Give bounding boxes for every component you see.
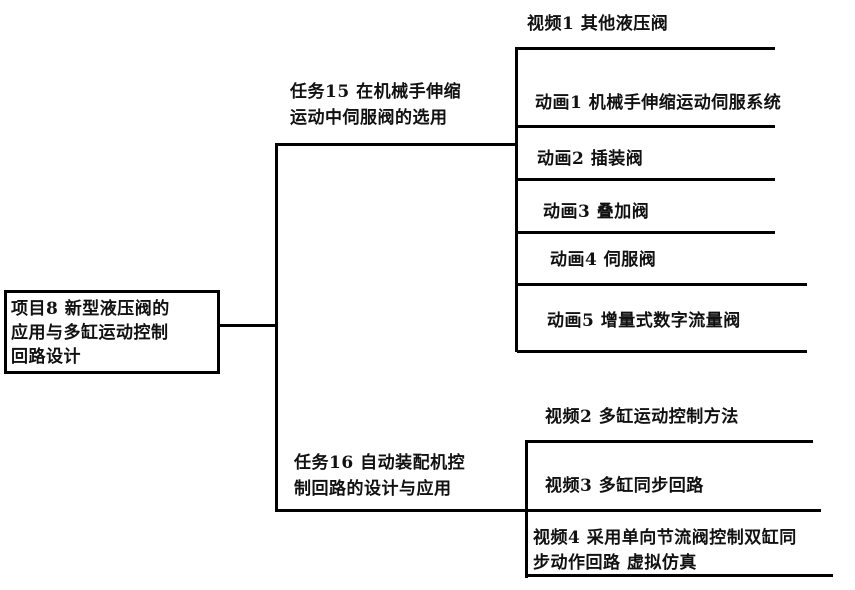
root-node-line-1: 项目8 新型液压阀的 [11,299,170,319]
task15-item-1[interactable]: 视频1 其他液压阀 [527,14,669,34]
task15-item-5[interactable]: 动画4 伺服阀 [550,250,657,270]
task16-label-line-2: 制回路的设计与应用 [294,479,452,499]
task15-item-2[interactable]: 动画1 机械手伸缩运动伺服系统 [535,93,782,113]
task15-item-6-line [517,350,807,353]
task16-label-line-1: 任务16 自动装配机控 [294,453,466,473]
root-connector [220,324,277,327]
task15-branch-trunk [515,47,518,352]
task15-item-4-line [515,231,775,234]
root-node-line-2: 应用与多缸运动控制 [11,323,169,343]
task15-item-5-line [517,283,807,286]
task16-item-1[interactable]: 视频2 多缸运动控制方法 [545,407,739,427]
main-trunk [275,143,278,512]
task16-item-1-line [525,440,813,443]
task15-item-4[interactable]: 动画3 叠加阀 [543,202,650,222]
root-node-project8: 项目8 新型液压阀的 应用与多缸运动控制 回路设计 [4,290,220,374]
task15-label-line-1: 任务15 在机械手伸缩 [290,82,462,102]
task15-underline [275,143,518,146]
task15-item-6[interactable]: 动画5 增量式数字流量阀 [547,311,741,331]
task15-item-3-line [515,178,775,181]
root-node-line-3: 回路设计 [11,347,81,367]
task15-label-line-2: 运动中伺服阀的选用 [290,108,448,128]
task16-item-3-line-2[interactable]: 步动作回路 虚拟仿真 [533,553,697,573]
task16-item-3-line-1[interactable]: 视频4 采用单向节流阀控制双缸同 [533,528,797,548]
task15-item-2-line [515,125,775,128]
task15-item-3[interactable]: 动画2 插装阀 [537,149,644,169]
task16-item-3-line [525,574,833,577]
task15-item-1-line [515,47,775,50]
task16-item-2[interactable]: 视频3 多缸同步回路 [545,476,704,496]
task16-item-2-line [525,509,821,512]
task16-underline [275,509,528,512]
